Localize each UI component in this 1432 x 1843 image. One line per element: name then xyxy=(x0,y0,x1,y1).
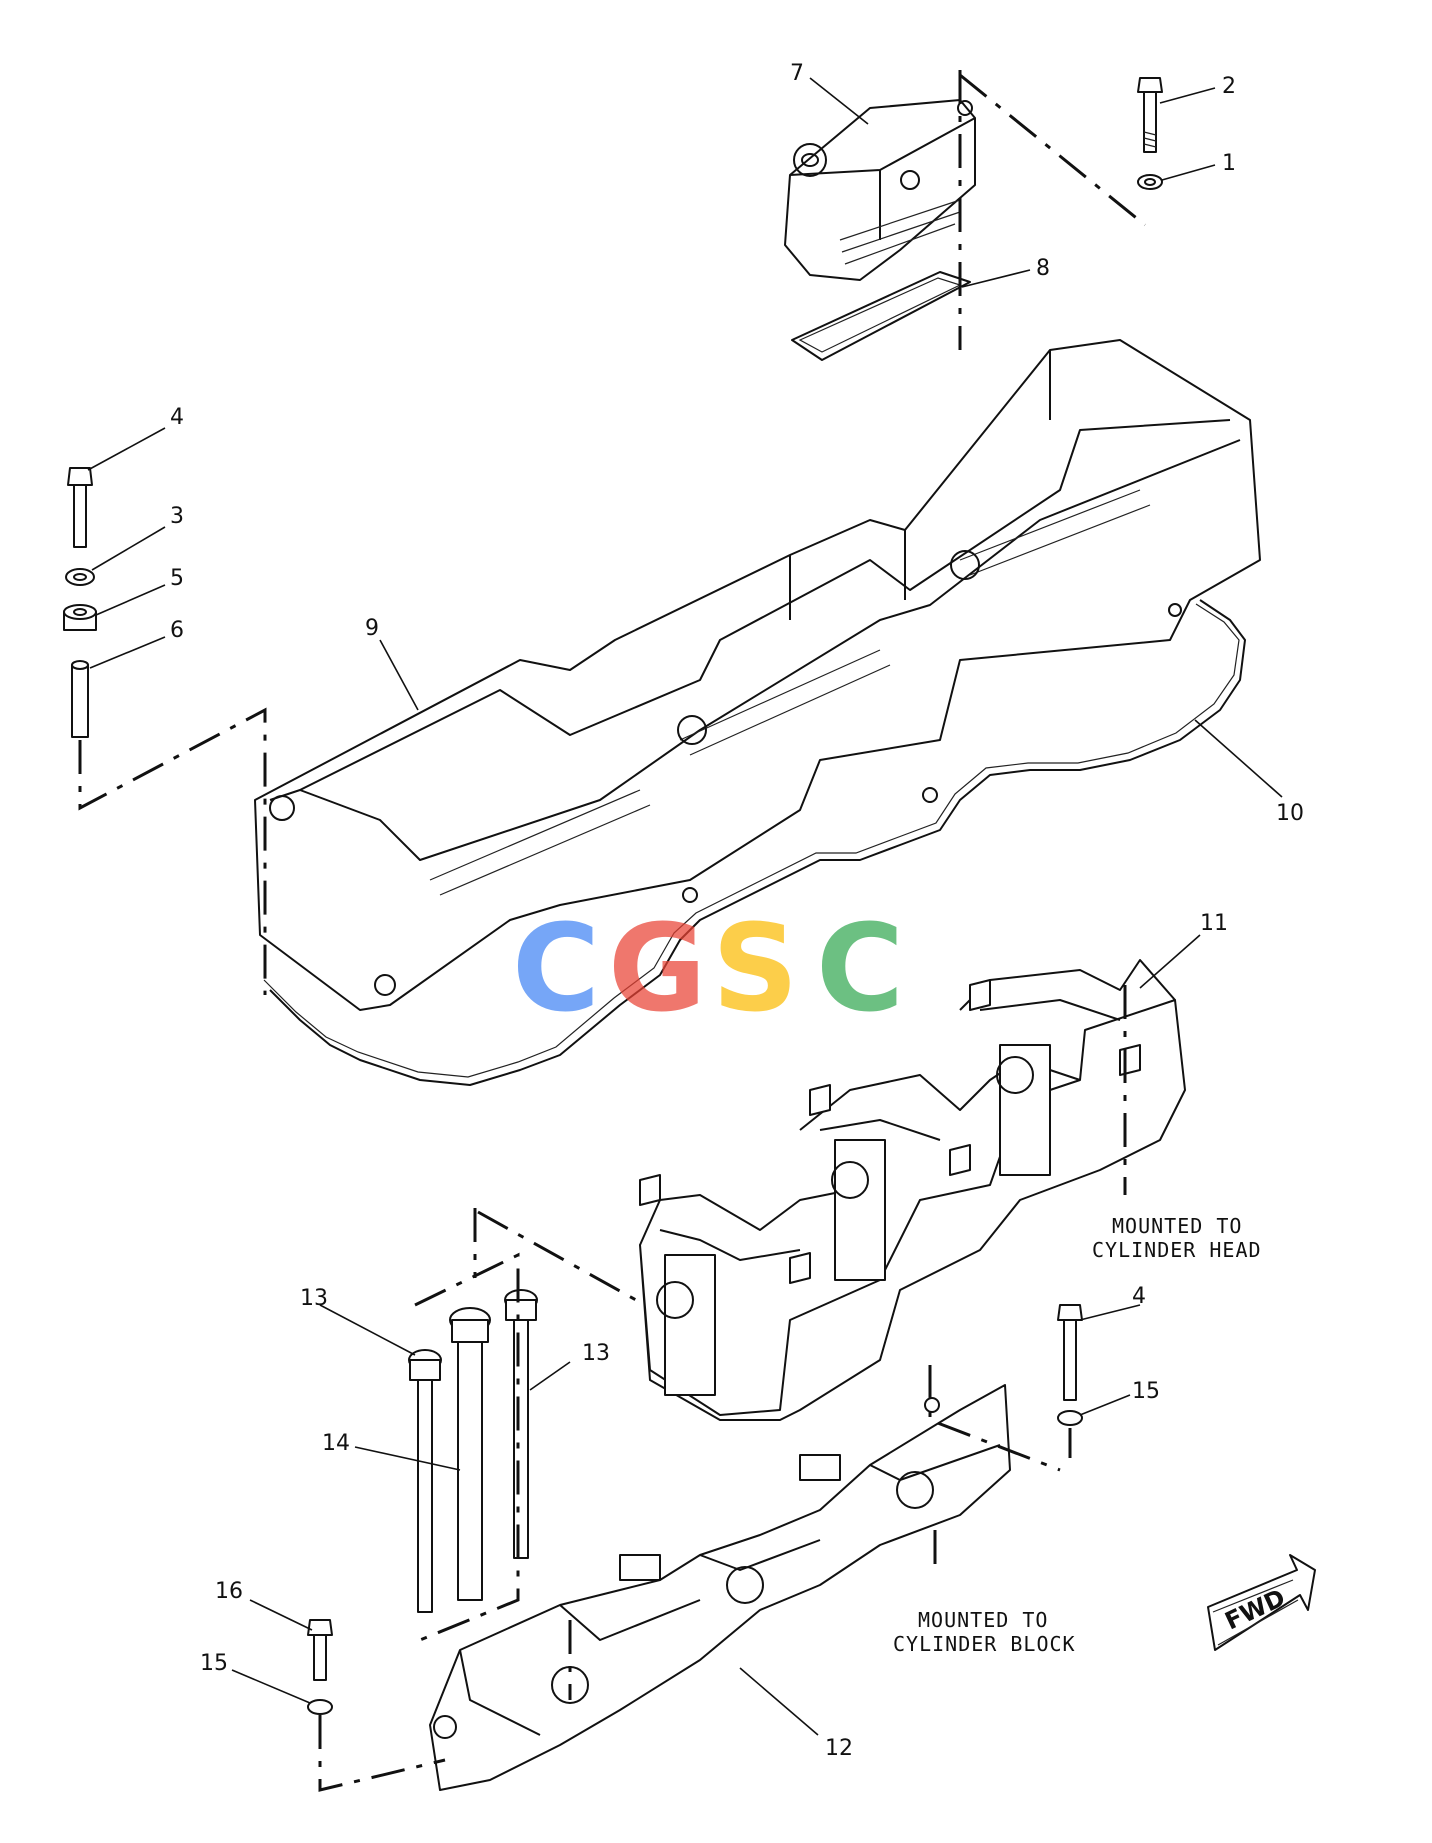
callout-12: 12 xyxy=(825,1736,853,1761)
callout-2: 2 xyxy=(1222,74,1236,99)
installation-lines xyxy=(78,70,1146,1792)
washer-15-left xyxy=(307,1699,333,1715)
bolt-4-right xyxy=(1057,1304,1083,1401)
callout-3: 3 xyxy=(170,504,184,529)
callout-5: 5 xyxy=(170,566,184,591)
washer-1 xyxy=(1137,174,1163,190)
callout-9: 9 xyxy=(365,616,379,641)
lifter-housing-12 xyxy=(429,1384,1011,1791)
breather-assembly xyxy=(784,99,976,281)
pushrod-14 xyxy=(449,1307,491,1601)
mounting-notes: MOUNTED TO CYLINDER HEAD MOUNTED TO CYLI… xyxy=(893,1214,1262,1656)
callout-13-right: 13 xyxy=(582,1341,610,1366)
callout-13-left: 13 xyxy=(300,1286,328,1311)
pushrod-13-right xyxy=(504,1289,538,1559)
rocker-shaft-assembly-11 xyxy=(639,959,1186,1421)
leader-lines xyxy=(87,77,1283,1736)
cgsc-watermark: C G S C xyxy=(512,900,904,1039)
pushrod-13-left xyxy=(408,1349,442,1613)
callout-15-right: 15 xyxy=(1132,1379,1160,1404)
watermark-letter-c1: C xyxy=(512,900,600,1039)
callout-1: 1 xyxy=(1222,151,1236,176)
valve-cover-base-9 xyxy=(254,339,1261,1011)
breather-gasket xyxy=(791,271,971,361)
gasket-10 xyxy=(269,599,1246,1086)
callout-8: 8 xyxy=(1036,256,1050,281)
note-block-line2: CYLINDER BLOCK xyxy=(893,1632,1076,1656)
callout-4-left: 4 xyxy=(170,405,184,430)
callout-11: 11 xyxy=(1200,911,1228,936)
spacer-5 xyxy=(63,604,97,631)
callout-labels: 7 2 1 8 4 3 5 6 9 10 11 13 13 14 4 15 16… xyxy=(170,61,1304,1761)
bolt-4-left xyxy=(67,467,93,548)
callout-7: 7 xyxy=(790,61,804,86)
note-head-line1: MOUNTED TO xyxy=(1112,1214,1242,1238)
watermark-letter-g: G xyxy=(608,900,707,1039)
forward-arrow: FWD xyxy=(1207,1554,1316,1651)
washer-15-right xyxy=(1057,1410,1083,1426)
note-block-line1: MOUNTED TO xyxy=(918,1608,1048,1632)
watermark-letter-s: S xyxy=(712,900,798,1039)
callout-14: 14 xyxy=(322,1431,350,1456)
washer-3 xyxy=(65,568,95,586)
bolt-16 xyxy=(307,1619,333,1681)
callout-6: 6 xyxy=(170,618,184,643)
watermark-letter-c2: C xyxy=(816,900,904,1039)
callout-15-left: 15 xyxy=(200,1651,228,1676)
dowel-6 xyxy=(71,660,89,738)
callout-16: 16 xyxy=(215,1579,243,1604)
callout-4-right: 4 xyxy=(1132,1284,1146,1309)
note-head-line2: CYLINDER HEAD xyxy=(1092,1238,1262,1262)
callout-10: 10 xyxy=(1276,801,1304,826)
bolt-2 xyxy=(1137,77,1163,153)
